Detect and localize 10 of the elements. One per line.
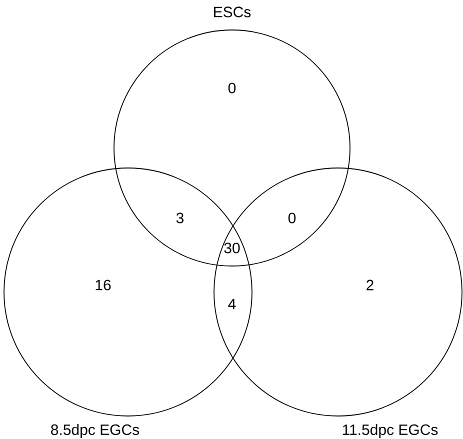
count-label: 30 [224, 242, 240, 254]
count-label: 4 [228, 298, 236, 310]
count-label: 2 [366, 280, 374, 290]
node-label: 11.5dpc EGCs [342, 424, 438, 438]
node-label: 8.5dpc EGCs [51, 424, 140, 438]
node-label: ESCs [214, 6, 251, 18]
count-label: 0 [288, 212, 296, 224]
count-label: 16 [96, 280, 111, 290]
count-label: 3 [176, 212, 184, 224]
count-label: 0 [228, 82, 236, 94]
